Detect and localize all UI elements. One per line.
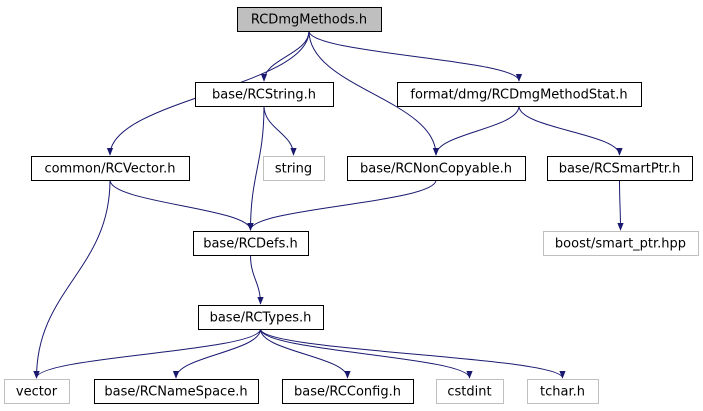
edge-methodstat-to-smartptr (518, 105, 623, 156)
edges-layer (33, 30, 624, 379)
node-boost-smart-ptr-hpp: boost/smart_ptr.hpp (543, 231, 699, 256)
node-label-base-rcsmartptr-h: base/RCSmartPtr.h (559, 162, 681, 177)
edge-root-to-methodstat (308, 30, 523, 82)
edge-root-to-rcstring (260, 30, 310, 82)
node-base-rcsmartptr-h[interactable]: base/RCSmartPtr.h (547, 156, 693, 181)
node-base-rcnoncopyable-h[interactable]: base/RCNonCopyable.h (347, 156, 526, 181)
node-common-rcvector-h[interactable]: common/RCVector.h (31, 156, 190, 181)
node-tchar-h: tchar.h (527, 379, 599, 404)
node-label-base-rctypes-h: base/RCTypes.h (210, 311, 312, 326)
edge-rcvector-to-vector (33, 179, 111, 379)
node-label-base-rcnamespace-h: base/RCNameSpace.h (104, 385, 247, 400)
node-label-base-rcnoncopyable-h: base/RCNonCopyable.h (360, 162, 512, 177)
node-label-tchar-h: tchar.h (540, 385, 585, 400)
node-label-string: string (275, 162, 312, 177)
edge-methodstat-to-noncopyable (432, 105, 520, 156)
node-box-base-rcnoncopyable-h (347, 156, 526, 181)
node-label-rcdmgmethods-h: RCDmgMethods.h (251, 13, 367, 28)
node-base-rcdefs-h[interactable]: base/RCDefs.h (193, 231, 309, 256)
node-box-base-rctypes-h (198, 305, 324, 330)
node-box-rcdmgmethods-h (237, 7, 382, 32)
node-box-base-rcdefs-h (193, 231, 309, 256)
node-label-common-rcvector-h: common/RCVector.h (44, 162, 175, 177)
node-string: string (263, 156, 325, 181)
node-base-rcconfig-h[interactable]: base/RCConfig.h (282, 379, 414, 404)
edge-rctypes-to-namespace (172, 328, 261, 379)
node-box-tchar-h (527, 379, 599, 404)
node-box-base-rcstring-h (195, 82, 334, 107)
node-box-base-rcsmartptr-h (547, 156, 693, 181)
edge-noncopyable-to-rcdefs (247, 179, 437, 231)
node-box-format-dmg-rcdmgmethodstat-h (397, 82, 642, 107)
node-base-rctypes-h[interactable]: base/RCTypes.h (198, 305, 324, 330)
node-base-rcnamespace-h[interactable]: base/RCNameSpace.h (94, 379, 259, 404)
node-cstdint: cstdint (436, 379, 504, 404)
node-vector: vector (4, 379, 70, 404)
node-format-dmg-rcdmgmethodstat-h[interactable]: format/dmg/RCDmgMethodStat.h (397, 82, 642, 107)
edge-rcstring-to-rcdefs (247, 105, 265, 231)
node-box-base-rcnamespace-h (94, 379, 259, 404)
node-label-format-dmg-rcdmgmethodstat-h: format/dmg/RCDmgMethodStat.h (410, 88, 627, 103)
node-base-rcstring-h[interactable]: base/RCString.h (195, 82, 334, 107)
edge-rctypes-to-vector (33, 328, 261, 379)
node-box-common-rcvector-h (31, 156, 190, 181)
node-box-vector (4, 379, 70, 404)
nodes-layer: RCDmgMethods.h base/RCString.h format/dmg/… (4, 7, 699, 404)
node-rcdmgmethods-h[interactable]: RCDmgMethods.h (237, 7, 382, 32)
node-box-base-rcconfig-h (282, 379, 414, 404)
edge-rcvector-to-rcdefs (109, 179, 254, 231)
node-label-vector: vector (16, 385, 58, 400)
node-label-base-rcstring-h: base/RCString.h (212, 88, 316, 103)
node-label-base-rcdefs-h: base/RCDefs.h (203, 237, 298, 252)
node-box-string (263, 156, 325, 181)
edge-root-to-noncopyable (308, 30, 440, 156)
edge-rcdefs-to-rctypes (250, 254, 264, 305)
edge-rctypes-to-cstdint (260, 328, 473, 379)
edge-rctypes-to-tchar (260, 328, 566, 379)
node-box-cstdint (436, 379, 504, 404)
edge-smartptr-to-boost (617, 179, 624, 231)
edge-rctypes-to-config (260, 328, 351, 379)
node-label-cstdint: cstdint (447, 385, 491, 400)
edge-rcstring-to-string (263, 105, 297, 156)
node-label-boost-smart-ptr-hpp: boost/smart_ptr.hpp (555, 237, 686, 252)
node-label-base-rcconfig-h: base/RCConfig.h (294, 385, 401, 400)
node-box-boost-smart-ptr-hpp (543, 231, 699, 256)
